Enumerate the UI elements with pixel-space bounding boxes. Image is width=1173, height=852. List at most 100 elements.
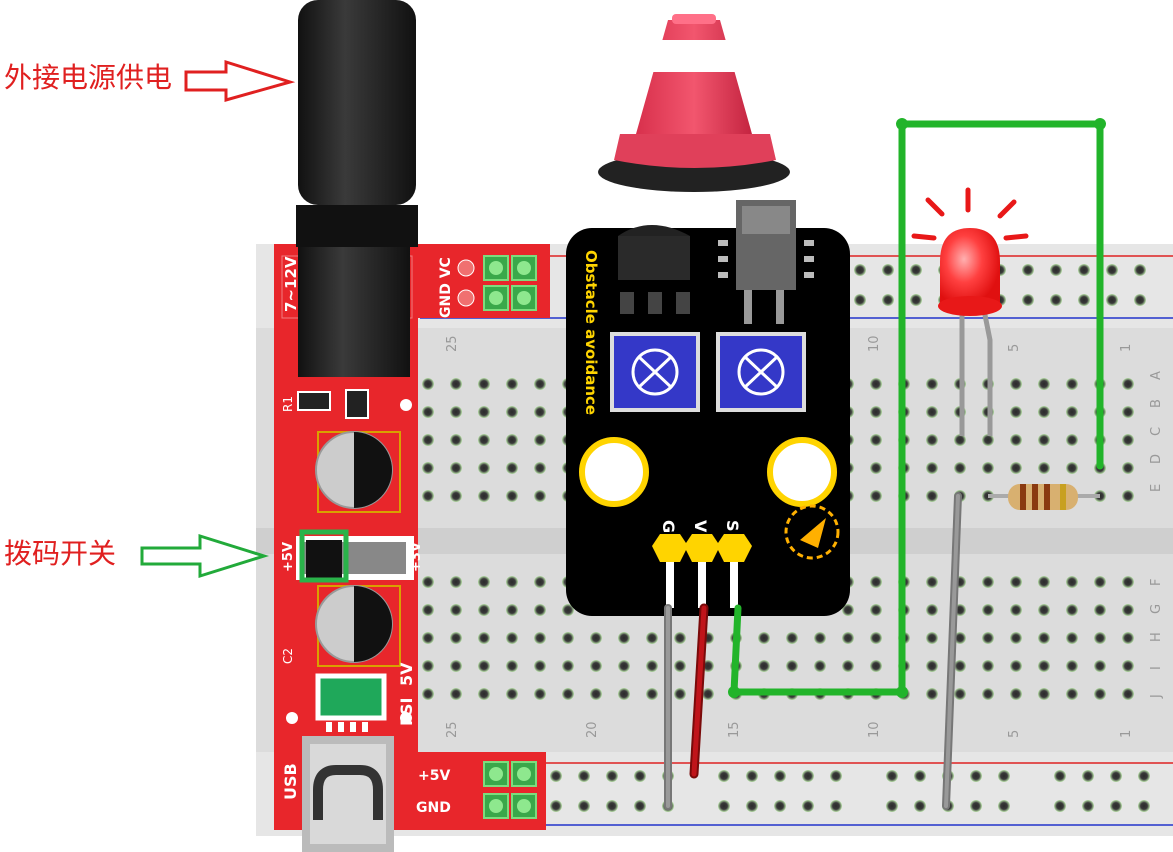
breadboard-hole xyxy=(926,406,938,418)
breadboard-hole xyxy=(422,406,434,418)
breadboard-hole xyxy=(870,434,882,446)
breadboard-hole xyxy=(562,604,574,616)
breadboard-hole xyxy=(1054,800,1066,812)
breadboard-hole xyxy=(562,632,574,644)
breadboard-hole xyxy=(1122,604,1134,616)
breadboard-hole xyxy=(982,604,994,616)
breadboard-hole xyxy=(534,462,546,474)
breadboard-hole xyxy=(1038,406,1050,418)
breadboard-hole xyxy=(1010,604,1022,616)
breadboard-hole xyxy=(534,406,546,418)
col-label-bottom-20: 20 xyxy=(585,721,600,738)
breadboard-hole xyxy=(422,604,434,616)
breadboard-hole xyxy=(674,688,686,700)
breadboard-hole xyxy=(1106,294,1118,306)
breadboard-hole xyxy=(1106,264,1118,276)
gnd-bottom-label: GND xyxy=(416,800,451,816)
obstacle-sensor: Obstacle avoidance G V S xyxy=(566,200,850,616)
col-label-bottom-15: 15 xyxy=(727,721,742,738)
breadboard-hole xyxy=(970,800,982,812)
breadboard-hole xyxy=(854,264,866,276)
breadboard-hole xyxy=(1010,462,1022,474)
breadboard-hole xyxy=(1010,406,1022,418)
pin-label-s: S xyxy=(723,520,742,532)
breadboard-hole xyxy=(478,378,490,390)
breadboard-hole xyxy=(886,770,898,782)
breadboard-hole xyxy=(506,462,518,474)
breadboard-hole xyxy=(450,406,462,418)
breadboard-hole xyxy=(1038,604,1050,616)
breadboard-hole xyxy=(1078,264,1090,276)
dip-switch[interactable] xyxy=(296,529,414,583)
breadboard-hole xyxy=(1138,770,1150,782)
power-module: 7~12V GND VC R1 xyxy=(274,0,550,852)
breadboard-hole xyxy=(450,604,462,616)
r1-label: R1 xyxy=(281,396,295,412)
c2-label: C2 xyxy=(281,648,295,664)
breadboard-hole xyxy=(422,378,434,390)
breadboard-hole xyxy=(1010,632,1022,644)
breadboard-hole xyxy=(870,660,882,672)
breadboard-hole xyxy=(1038,434,1050,446)
plus5v-bottom-label: +5V xyxy=(418,768,450,784)
row-label-h: H xyxy=(1149,632,1164,642)
row-label-d: D xyxy=(1149,454,1164,464)
pin-label-g: G xyxy=(659,520,678,533)
breadboard-hole xyxy=(914,800,926,812)
breadboard-hole xyxy=(550,770,562,782)
breadboard-hole xyxy=(1122,660,1134,672)
breadboard-hole xyxy=(478,688,490,700)
breadboard-hole xyxy=(578,800,590,812)
breadboard-hole xyxy=(1078,294,1090,306)
breadboard-hole xyxy=(534,632,546,644)
breadboard-hole xyxy=(1082,800,1094,812)
breadboard-hole xyxy=(926,604,938,616)
breadboard-hole xyxy=(982,462,994,474)
breadboard-hole xyxy=(646,688,658,700)
breadboard-hole xyxy=(534,378,546,390)
col-label-bottom-5: 5 xyxy=(1007,730,1022,738)
sensor-title: Obstacle avoidance xyxy=(582,250,600,415)
breadboard-hole xyxy=(1138,800,1150,812)
breadboard-hole xyxy=(646,660,658,672)
breadboard-hole xyxy=(954,434,966,446)
breadboard-hole xyxy=(606,800,618,812)
breadboard-hole xyxy=(1122,688,1134,700)
breadboard-hole xyxy=(1066,688,1078,700)
breadboard-hole xyxy=(478,462,490,474)
breadboard-hole xyxy=(982,660,994,672)
potentiometer-icon xyxy=(716,332,806,412)
breadboard-hole xyxy=(1122,490,1134,502)
breadboard-hole xyxy=(926,660,938,672)
breadboard-hole xyxy=(450,490,462,502)
wire-vcc-inner xyxy=(691,605,707,777)
breadboard-hole xyxy=(982,632,994,644)
breadboard-hole xyxy=(1050,294,1062,306)
breadboard-hole xyxy=(982,434,994,446)
breadboard-hole xyxy=(534,434,546,446)
breadboard-hole xyxy=(1110,770,1122,782)
breadboard-hole xyxy=(1122,378,1134,390)
usb-label: USB xyxy=(281,763,300,800)
breadboard-hole xyxy=(618,688,630,700)
breadboard-hole xyxy=(982,688,994,700)
breadboard-hole xyxy=(534,576,546,588)
breadboard-hole xyxy=(450,660,462,672)
breadboard-hole xyxy=(1066,576,1078,588)
breadboard-hole xyxy=(1010,688,1022,700)
breadboard-hole xyxy=(590,632,602,644)
breadboard-hole xyxy=(830,770,842,782)
breadboard-hole xyxy=(634,770,646,782)
breadboard-hole xyxy=(506,490,518,502)
breadboard-hole xyxy=(1066,378,1078,390)
breadboard-hole xyxy=(854,294,866,306)
breadboard-hole xyxy=(506,632,518,644)
breadboard-hole xyxy=(842,632,854,644)
breadboard-hole xyxy=(1010,660,1022,672)
breadboard-hole xyxy=(506,576,518,588)
breadboard-hole xyxy=(422,688,434,700)
breadboard-hole xyxy=(506,660,518,672)
breadboard-hole xyxy=(926,576,938,588)
breadboard-hole xyxy=(954,632,966,644)
arrow-icon-power xyxy=(184,59,296,102)
